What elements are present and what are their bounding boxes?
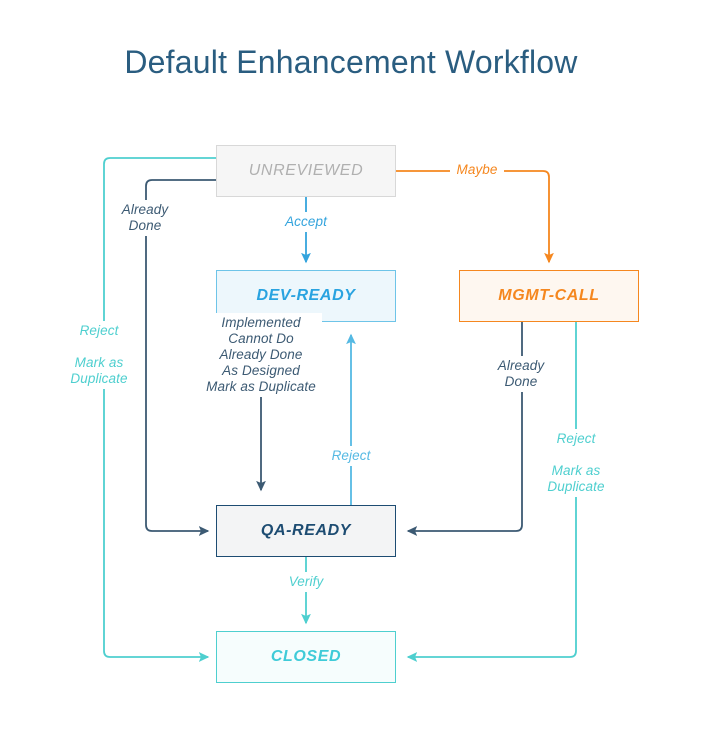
edge-label-unreviewed-to-closed: Reject Mark as Duplicate <box>64 321 134 389</box>
node-label-dev-ready: DEV-READY <box>256 287 356 304</box>
edge-unreviewed-to-closed <box>103 157 216 662</box>
edge-mgmt-call-to-closed <box>406 322 577 662</box>
node-label-mgmt-call: MGMT-CALL <box>498 287 600 304</box>
edge-label-unreviewed-to-qa-ready: Already Done <box>115 200 175 236</box>
page-title: Default Enhancement Workflow <box>124 44 578 80</box>
node-qa-ready[interactable]: QA-READY <box>216 505 396 557</box>
edge-unreviewed-to-mgmt-call <box>396 170 554 264</box>
edge-label-unreviewed-to-mgmt-call: Maybe <box>450 160 504 180</box>
edge-mgmt-call-to-qa-ready <box>406 322 523 536</box>
node-label-closed: CLOSED <box>270 648 342 665</box>
node-closed[interactable]: CLOSED <box>216 631 396 683</box>
node-label-unreviewed: UNREVIEWED <box>248 162 364 179</box>
edge-label-qa-ready-to-closed: Verify <box>282 572 330 592</box>
edge-label-unreviewed-to-dev-ready: Accept <box>279 212 333 232</box>
edge-label-dev-ready-to-qa-ready: Implemented Cannot Do Already Done As De… <box>200 313 322 397</box>
edge-label-qa-ready-to-dev-ready: Reject <box>325 446 377 466</box>
node-label-qa-ready: QA-READY <box>260 522 352 539</box>
node-unreviewed[interactable]: UNREVIEWED <box>216 145 396 197</box>
edge-label-mgmt-call-to-closed: Reject Mark as Duplicate <box>541 429 611 497</box>
edge-unreviewed-to-qa-ready <box>145 179 216 536</box>
node-mgmt-call[interactable]: MGMT-CALL <box>459 270 639 322</box>
edge-label-mgmt-call-to-qa-ready: Already Done <box>491 356 551 392</box>
